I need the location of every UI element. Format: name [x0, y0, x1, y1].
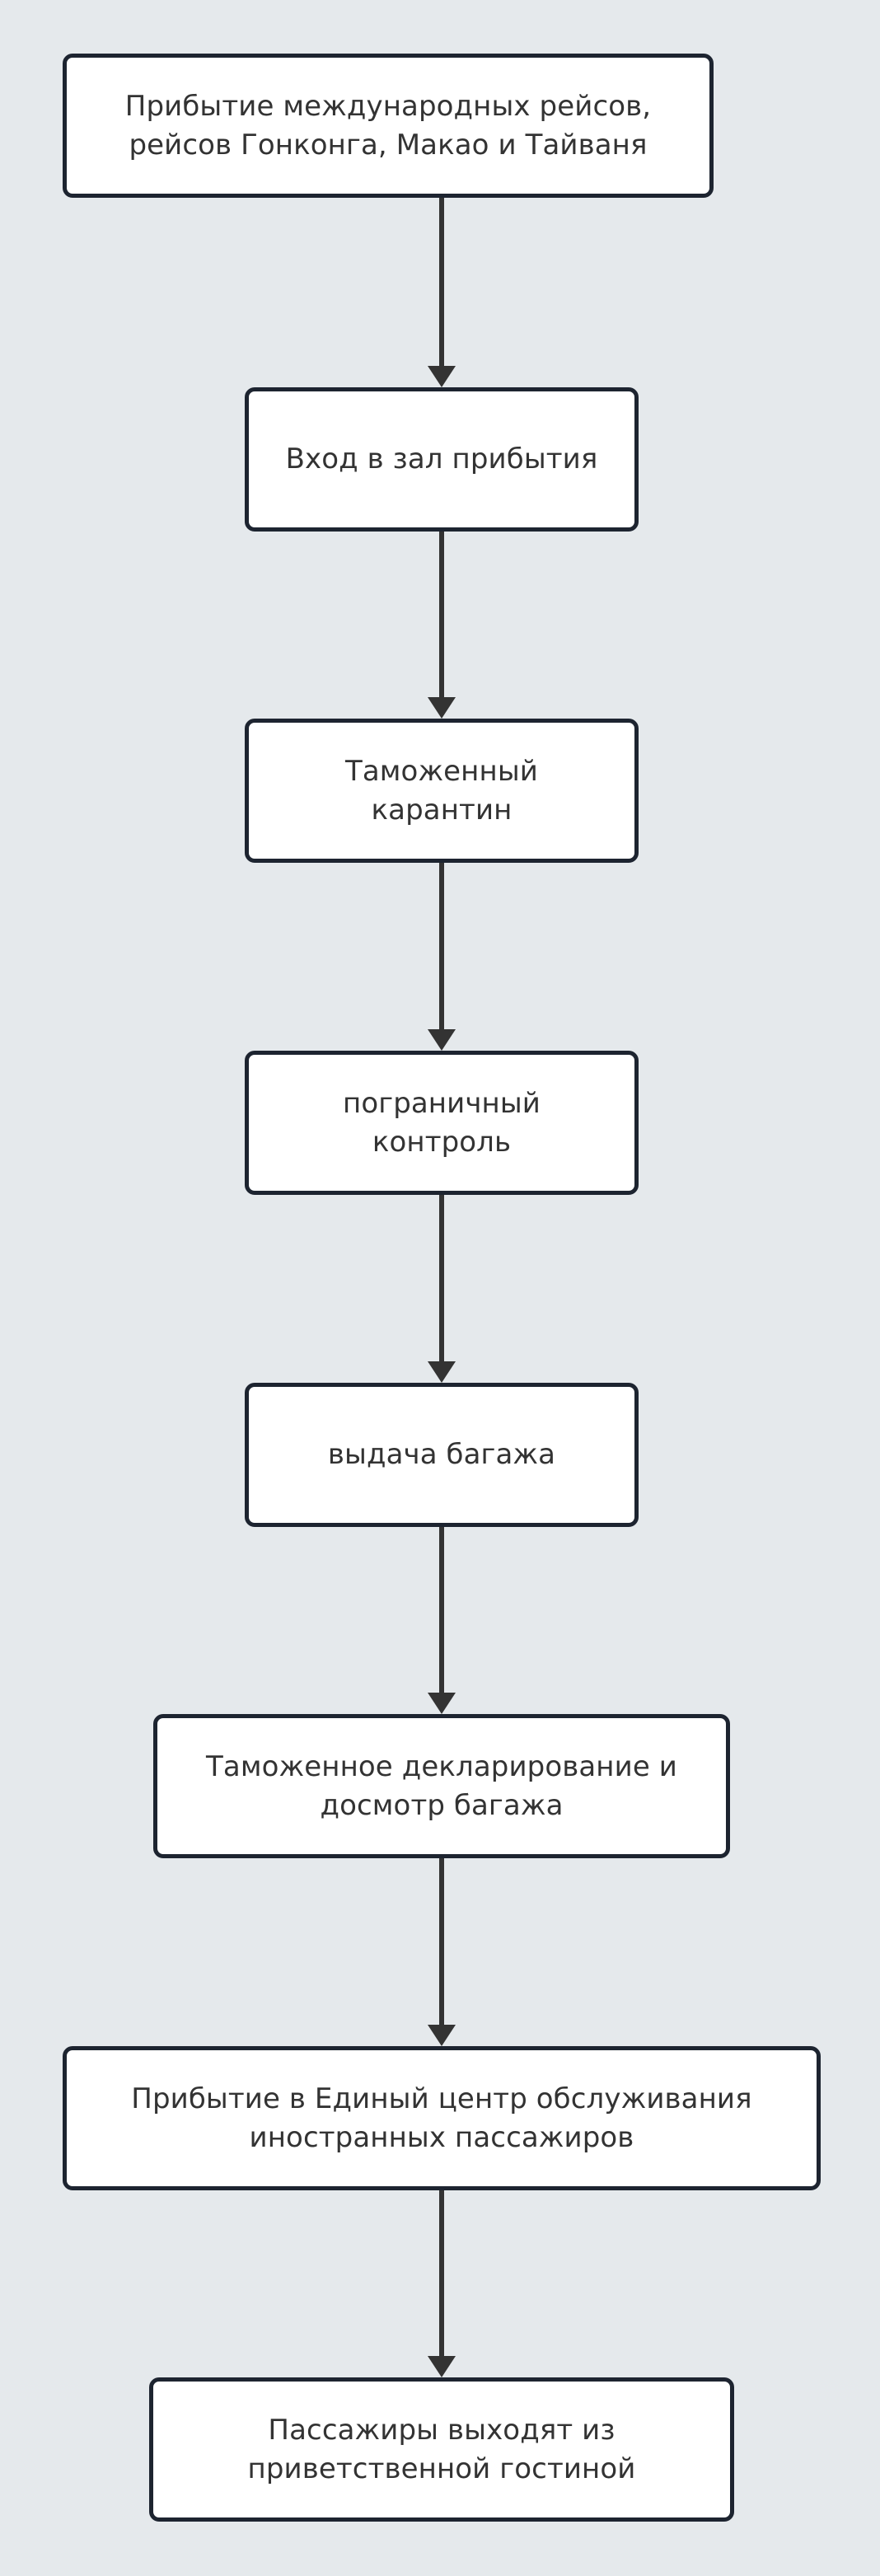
flow-node-n4: пограничный контроль: [245, 1051, 639, 1195]
flow-node-n1: Прибытие международных рейсов, рейсов Го…: [63, 54, 714, 198]
flow-arrow-3: [417, 863, 466, 1051]
arrow-line-icon: [439, 532, 444, 699]
arrow-line-icon: [439, 1527, 444, 1694]
flow-node-n8: Пассажиры выходят из приветственной гост…: [149, 2377, 734, 2522]
flow-node-n5: выдача багажа: [245, 1383, 639, 1527]
arrow-head-down-icon: [428, 1029, 456, 1051]
arrow-line-icon: [439, 863, 444, 1031]
flow-node-n3: Таможенный карантин: [245, 719, 639, 863]
flow-node-n6: Таможенное декларирование и досмотр бага…: [153, 1714, 730, 1858]
arrow-head-down-icon: [428, 697, 456, 719]
arrow-line-icon: [439, 2190, 444, 2358]
flow-arrow-7: [417, 2190, 466, 2377]
flow-arrow-5: [417, 1527, 466, 1714]
arrow-head-down-icon: [428, 1693, 456, 1714]
arrow-head-down-icon: [428, 2025, 456, 2046]
arrow-head-down-icon: [428, 2356, 456, 2377]
arrow-line-icon: [439, 1858, 444, 2026]
flow-arrow-6: [417, 1858, 466, 2046]
flow-node-n7: Прибытие в Единый центр обслуживания ино…: [63, 2046, 821, 2190]
arrow-head-down-icon: [428, 366, 456, 387]
arrow-head-down-icon: [428, 1361, 456, 1383]
flow-arrow-1: [417, 198, 466, 387]
arrow-line-icon: [439, 198, 444, 368]
flow-node-n2: Вход в зал прибытия: [245, 387, 639, 532]
flow-arrow-2: [417, 532, 466, 719]
flow-arrow-4: [417, 1195, 466, 1383]
arrow-line-icon: [439, 1195, 444, 1363]
